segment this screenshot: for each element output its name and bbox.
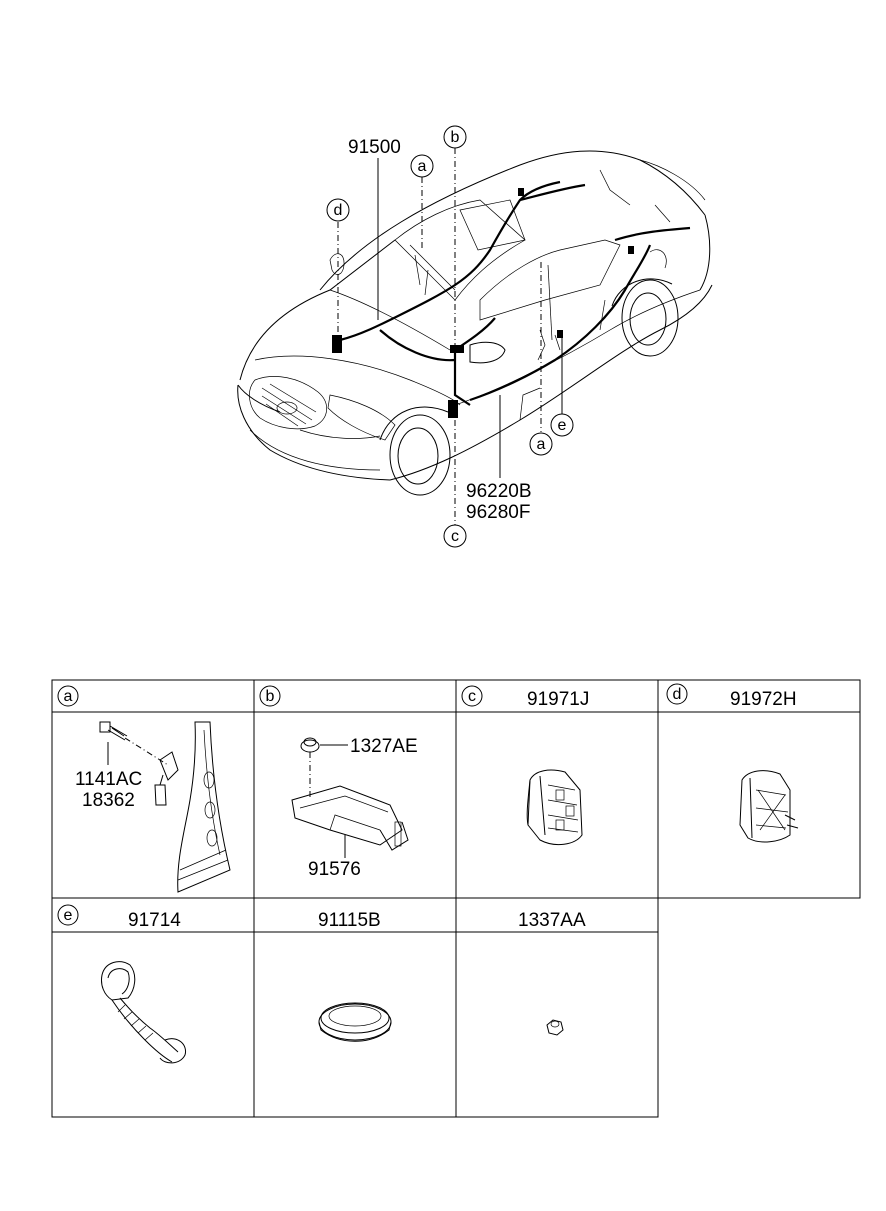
svg-text:e: e	[558, 417, 567, 434]
pillar-bracket-icon	[154, 721, 231, 893]
wiring-harness	[332, 169, 691, 418]
leader-lines	[337, 148, 563, 525]
label-96220b: 96220B	[466, 481, 532, 502]
round-grommet-icon	[318, 1002, 392, 1042]
part-91115b: 91115B	[318, 910, 381, 931]
callout-a-top: a	[410, 154, 434, 178]
svg-text:b: b	[451, 129, 460, 146]
callout-d: d	[326, 198, 350, 222]
connector-c-icon	[526, 769, 583, 846]
svg-text:a: a	[537, 436, 546, 453]
label-18362: 18362	[82, 790, 135, 811]
cell-c: c 91971J	[461, 685, 589, 846]
grommet-e-icon	[101, 961, 187, 1064]
svg-text:a: a	[64, 688, 73, 705]
part-91972h: 91972H	[730, 689, 797, 710]
svg-text:b: b	[266, 688, 275, 705]
part-1337aa: 1337AA	[518, 910, 586, 931]
svg-text:d: d	[334, 202, 343, 219]
cell-91115b: 91115B	[318, 910, 392, 1042]
car-illustration	[237, 150, 713, 496]
svg-text:c: c	[451, 528, 459, 545]
cell-a: a 1141AC 18362	[57, 685, 231, 893]
bolt-icon	[99, 721, 128, 765]
callout-a-right: a	[529, 432, 553, 456]
svg-text:a: a	[418, 158, 427, 175]
nut-icon	[300, 737, 348, 753]
svg-text:e: e	[64, 907, 73, 924]
part-91714: 91714	[128, 910, 181, 931]
label-1327ae: 1327AE	[350, 736, 418, 757]
cell-d: d 91972H	[666, 683, 799, 843]
junction-block-icon	[291, 785, 409, 858]
label-1141ac: 1141AC	[75, 769, 142, 790]
detail-table	[51, 679, 861, 1118]
cell-1337aa: 1337AA	[518, 910, 586, 1036]
clip-nut-icon	[546, 1019, 564, 1036]
cell-b: b 1327AE 91576	[259, 685, 418, 880]
label-96280f: 96280F	[466, 502, 530, 523]
callout-b: b	[443, 125, 467, 149]
label-91500: 91500	[348, 137, 401, 158]
label-91576: 91576	[308, 859, 361, 880]
svg-text:c: c	[468, 688, 476, 705]
callout-e: e	[550, 413, 574, 437]
part-91971j: 91971J	[527, 689, 589, 710]
cell-e: e 91714	[57, 904, 187, 1064]
connector-d-icon	[739, 770, 799, 843]
callout-c: c	[443, 524, 467, 548]
svg-text:d: d	[673, 686, 682, 703]
